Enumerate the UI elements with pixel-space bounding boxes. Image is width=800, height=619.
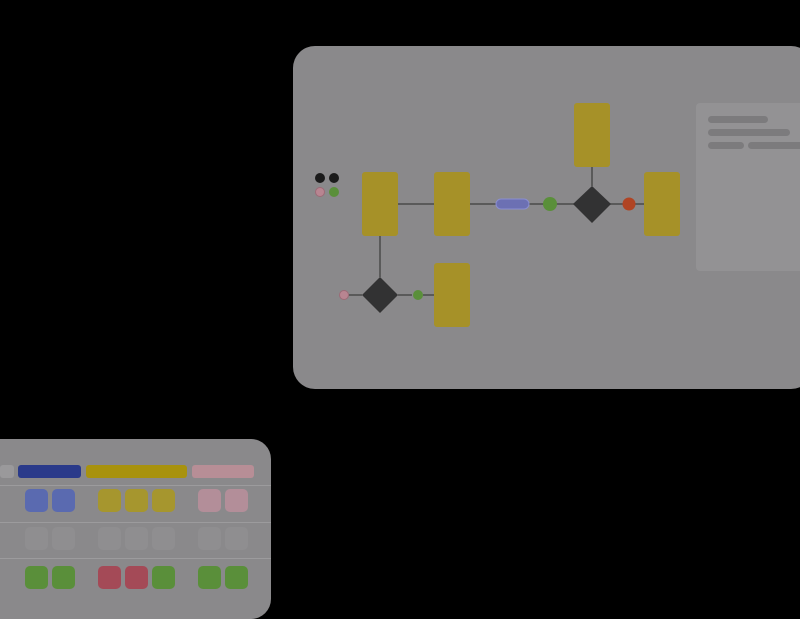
grid-tile[interactable]	[98, 489, 121, 512]
row-divider	[0, 485, 271, 486]
grid-tile[interactable]	[125, 566, 148, 589]
flow-diagram-card	[293, 46, 800, 389]
grid-tile[interactable]	[198, 566, 221, 589]
header-bar-edge	[0, 465, 14, 478]
grid-tile[interactable]	[125, 489, 148, 512]
grid-tile[interactable]	[198, 489, 221, 512]
red-event[interactable]	[622, 197, 636, 211]
grid-tile[interactable]	[52, 489, 75, 512]
panel-line	[748, 142, 800, 149]
green-dot-icon	[329, 187, 339, 197]
panel-line	[708, 142, 744, 149]
header-bar-blue[interactable]	[18, 465, 81, 478]
pink-event[interactable]	[339, 290, 349, 300]
grid-tile[interactable]	[225, 566, 248, 589]
grid-card	[0, 439, 271, 619]
row-divider	[0, 522, 271, 523]
dark-dot-icon	[315, 173, 325, 183]
grid-tile[interactable]	[225, 527, 248, 550]
dark-dot-icon	[329, 173, 339, 183]
panel-line	[708, 116, 768, 123]
task-bottom[interactable]	[434, 263, 470, 327]
grid-tile[interactable]	[225, 489, 248, 512]
grid-tile[interactable]	[52, 566, 75, 589]
edges	[349, 167, 644, 296]
properties-panel	[696, 103, 800, 271]
grid-tile[interactable]	[152, 527, 175, 550]
task-b[interactable]	[434, 172, 470, 236]
grid-tile[interactable]	[152, 566, 175, 589]
flow-diagram-canvas[interactable]	[293, 46, 800, 389]
blue-pill-connector[interactable]	[495, 198, 530, 210]
grid-tile[interactable]	[98, 527, 121, 550]
grid-tile[interactable]	[98, 566, 121, 589]
grid-tile[interactable]	[25, 566, 48, 589]
task-top[interactable]	[574, 103, 610, 167]
grid-tile[interactable]	[52, 527, 75, 550]
row-divider	[0, 558, 271, 559]
grid-tile[interactable]	[152, 489, 175, 512]
green-event-small[interactable]	[413, 290, 423, 300]
header-bar-pink[interactable]	[192, 465, 254, 478]
green-event[interactable]	[543, 197, 557, 211]
task-a[interactable]	[362, 172, 398, 236]
grid-tile[interactable]	[125, 527, 148, 550]
task-right[interactable]	[644, 172, 680, 236]
gateway-lower[interactable]	[362, 277, 398, 313]
grid-tile[interactable]	[25, 527, 48, 550]
panel-line	[708, 129, 790, 136]
grid-tile[interactable]	[198, 527, 221, 550]
header-bar-yellow[interactable]	[86, 465, 187, 478]
grid-tile[interactable]	[25, 489, 48, 512]
pink-dot-icon	[315, 187, 325, 197]
gateway-main[interactable]	[573, 186, 611, 223]
